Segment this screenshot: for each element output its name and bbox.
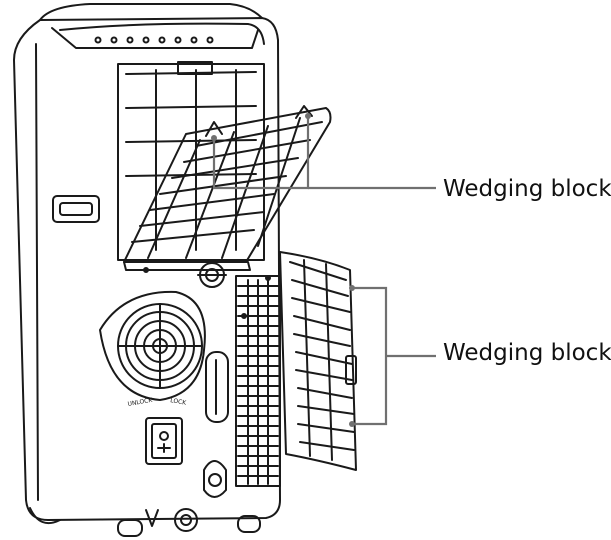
leader-endpoints bbox=[211, 113, 355, 427]
upper-drain-knob bbox=[197, 262, 227, 288]
leader-lines bbox=[212, 116, 436, 426]
knob-unlock-text: UNLOCK bbox=[127, 397, 154, 408]
unit-body bbox=[13, 17, 281, 521]
control-panel bbox=[39, 3, 263, 49]
upper-filter bbox=[123, 105, 332, 271]
lower-drain-knob bbox=[203, 460, 227, 498]
rear-grille bbox=[235, 275, 281, 487]
screws bbox=[143, 267, 271, 319]
power-socket bbox=[145, 417, 183, 465]
side-rib bbox=[205, 351, 229, 423]
side-handle bbox=[52, 195, 100, 223]
knob-lock-text: LOCK bbox=[170, 397, 188, 407]
exhaust-fan bbox=[99, 290, 206, 401]
wedging-block-label-upper: Wedging block bbox=[443, 176, 611, 202]
wedging-block-label-lower: Wedging block bbox=[443, 340, 611, 366]
lower-filter bbox=[279, 251, 357, 471]
base-wheels bbox=[29, 507, 261, 537]
